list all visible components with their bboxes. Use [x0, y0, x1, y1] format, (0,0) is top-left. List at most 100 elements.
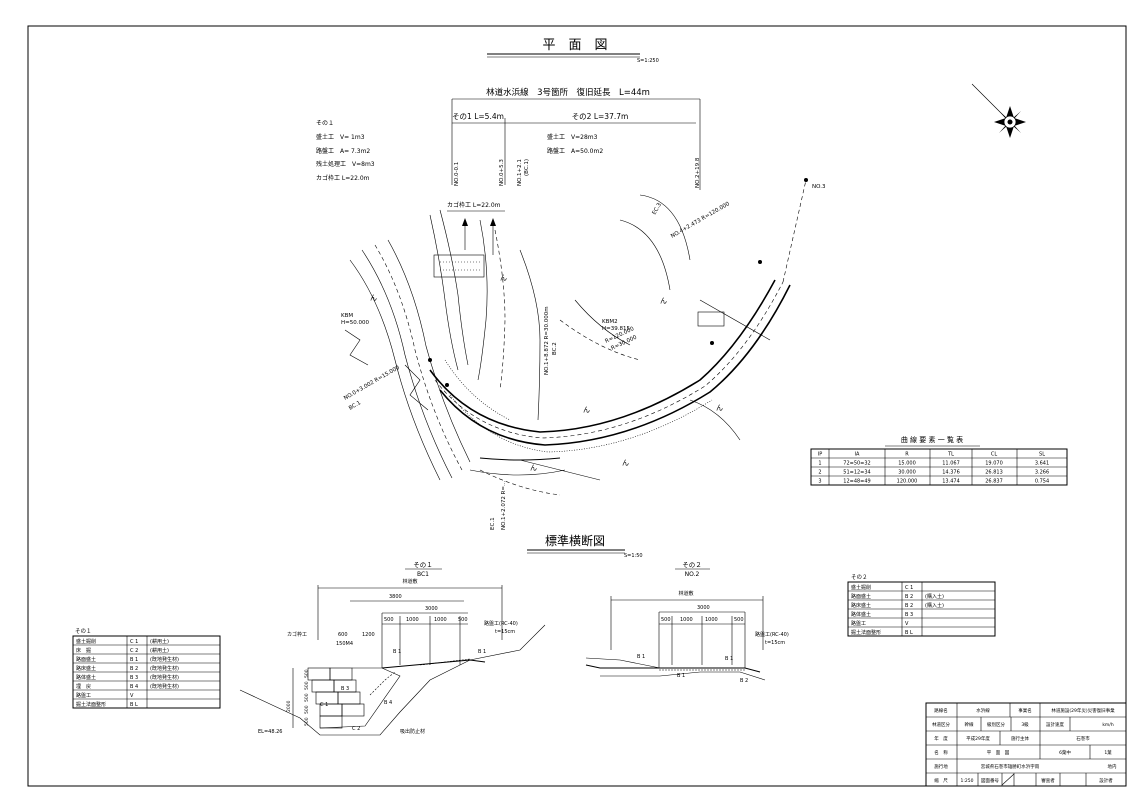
curve-table-header: R	[905, 452, 909, 458]
part1-length: その1 L=5.4m	[452, 112, 504, 121]
title-block-label: 設計者	[1099, 777, 1113, 784]
svg-text:600: 600	[338, 632, 348, 638]
svg-text:C 1: C 1	[320, 702, 328, 708]
curve-table-header: SL	[1039, 452, 1045, 458]
title-block-label: 年 度	[934, 735, 948, 742]
curve-table-cell: 26.837	[985, 479, 1003, 485]
svg-text:C 1: C 1	[905, 585, 913, 591]
svg-text:林道敷: 林道敷	[678, 590, 693, 597]
svg-text:B 2: B 2	[740, 678, 748, 684]
legend-row: 路床盛土	[76, 665, 96, 672]
gabion-label: カゴ枠工 L=22.0m	[447, 201, 501, 209]
legend-row: 路盤工	[851, 620, 866, 627]
svg-text:B 2: B 2	[905, 594, 913, 600]
title-block-label: 施行主体	[1011, 735, 1029, 742]
curve-table-header: IP	[818, 452, 823, 458]
svg-text:EL=48.26: EL=48.26	[258, 729, 282, 735]
curve-table-cell: 0.754	[1035, 479, 1049, 485]
legend-row: 路体盛土	[76, 674, 96, 681]
svg-text:1000: 1000	[406, 617, 419, 623]
title-block-value: 宮城県石巻市雄勝町水浜字雨	[981, 763, 1040, 770]
legend-row: 路床盛土	[851, 602, 871, 609]
svg-text:カゴ枠工 L=22.0m: カゴ枠工 L=22.0m	[316, 174, 370, 182]
svg-text:(既地発生材): (既地発生材)	[150, 656, 179, 663]
curve-table: 曲 線 要 素 一 覧 表 IP IA R TL CL SL 1 72=50=3…	[810, 435, 1068, 486]
svg-text:その１: その１	[316, 120, 334, 127]
svg-text:500: 500	[458, 617, 468, 623]
svg-text:3000: 3000	[425, 606, 438, 612]
svg-text:(購入土): (購入土)	[925, 602, 944, 609]
svg-text:路盤工(RC-40): 路盤工(RC-40)	[755, 631, 789, 638]
svg-text:500: 500	[304, 669, 310, 678]
svg-text:500: 500	[304, 681, 310, 690]
station-label: NO.1+8.872 R=30.000m	[544, 306, 550, 375]
svg-text:カゴ枠工: カゴ枠工	[287, 631, 307, 638]
svg-text:1000: 1000	[680, 617, 693, 623]
legend-row: 盛土掘削	[76, 638, 96, 645]
title-block-label: 級別区分	[987, 721, 1005, 728]
cross-section-1: その１ BC1 林道敷 3800 3000 500 1000 1000 500 …	[239, 561, 546, 736]
svg-text:B 2: B 2	[130, 666, 138, 672]
title-block-label: 図面番号	[981, 777, 999, 784]
svg-text:B 4: B 4	[130, 684, 138, 690]
curve-table-header: TL	[947, 452, 954, 458]
svg-text:残土処理工 V=8m3: 残土処理工 V=8m3	[316, 160, 375, 168]
legend-row: 路面盛土	[851, 593, 871, 600]
svg-text:林道敷: 林道敷	[402, 578, 417, 585]
legend-row: 床 掘	[76, 647, 91, 654]
part2-notes: 盛土工 V=28m3 路盤工 A=50.0m2	[547, 133, 603, 155]
svg-text:t=15cm: t=15cm	[765, 640, 785, 646]
curve-table-cell: 19.070	[985, 461, 1003, 467]
station-label: EC.3	[652, 202, 664, 216]
station-label: NO.2+19.8	[695, 157, 701, 188]
curve-table-cell: 1	[818, 461, 821, 467]
route-title: 林道水浜線 3号箇所 復旧延長 L=44m	[486, 87, 650, 98]
curve-table-cell: 13.474	[942, 479, 960, 485]
svg-text:B 1: B 1	[130, 657, 138, 663]
svg-text:盛土工 V=28m3: 盛土工 V=28m3	[547, 133, 598, 141]
station-label: NO.3	[812, 184, 826, 190]
title-block-value: 幹線	[965, 721, 974, 728]
svg-text:ん: ん	[583, 406, 590, 414]
station-label: H=39.815	[602, 326, 630, 332]
title-block-value: 1:250	[961, 778, 974, 784]
svg-text:B 1: B 1	[725, 656, 733, 662]
curve-table-title: 曲 線 要 素 一 覧 表	[901, 435, 963, 444]
svg-text:ん: ん	[500, 274, 507, 282]
curve-table-cell: 120.000	[897, 479, 918, 485]
legend-row: 盛土掘削	[851, 584, 871, 591]
title-block-label: 設計速度	[1046, 721, 1064, 728]
curve-table-header: IA	[855, 452, 860, 458]
station-label: KBM	[341, 313, 353, 319]
svg-text:路盤工 A= 7.3m2: 路盤工 A= 7.3m2	[316, 147, 370, 155]
svg-text:その１: その１	[75, 628, 92, 635]
title-block-label: 審査者	[1041, 777, 1055, 784]
curve-table-header: CL	[991, 452, 997, 458]
svg-text:ん: ん	[660, 297, 667, 305]
title-block-value: 水浜線	[976, 707, 990, 714]
svg-text:B 2: B 2	[905, 603, 913, 609]
svg-text:V: V	[130, 693, 134, 699]
cross-section-2: その２ NO.2 林道敷 3000 500 1000 1000 500 路盤工(…	[585, 561, 789, 684]
svg-text:(耕用土): (耕用土)	[150, 647, 169, 654]
plan-scale: S=1:250	[637, 58, 659, 64]
svg-text:ん: ん	[370, 294, 377, 302]
station-label: NO.0+3.002 R=15.000	[343, 365, 401, 402]
station-label: EC.1	[490, 517, 496, 530]
svg-text:(耕用土): (耕用土)	[150, 638, 169, 645]
legend-row: 掘土法面整形	[76, 701, 106, 708]
curve-table-cell: 51=12=34	[843, 470, 870, 476]
svg-text:500: 500	[734, 617, 744, 623]
svg-text:500: 500	[304, 717, 310, 726]
svg-text:500: 500	[304, 705, 310, 714]
svg-text:その１: その１	[413, 561, 433, 569]
station-label: NO.0-0.1	[454, 162, 460, 186]
svg-text:500: 500	[661, 617, 671, 623]
svg-text:吸出防止材: 吸出防止材	[400, 728, 425, 735]
svg-text:ん: ん	[716, 404, 723, 412]
svg-text:1000: 1000	[705, 617, 718, 623]
curve-table-cell: 72=50=32	[843, 461, 870, 467]
svg-text:C 1: C 1	[130, 639, 138, 645]
